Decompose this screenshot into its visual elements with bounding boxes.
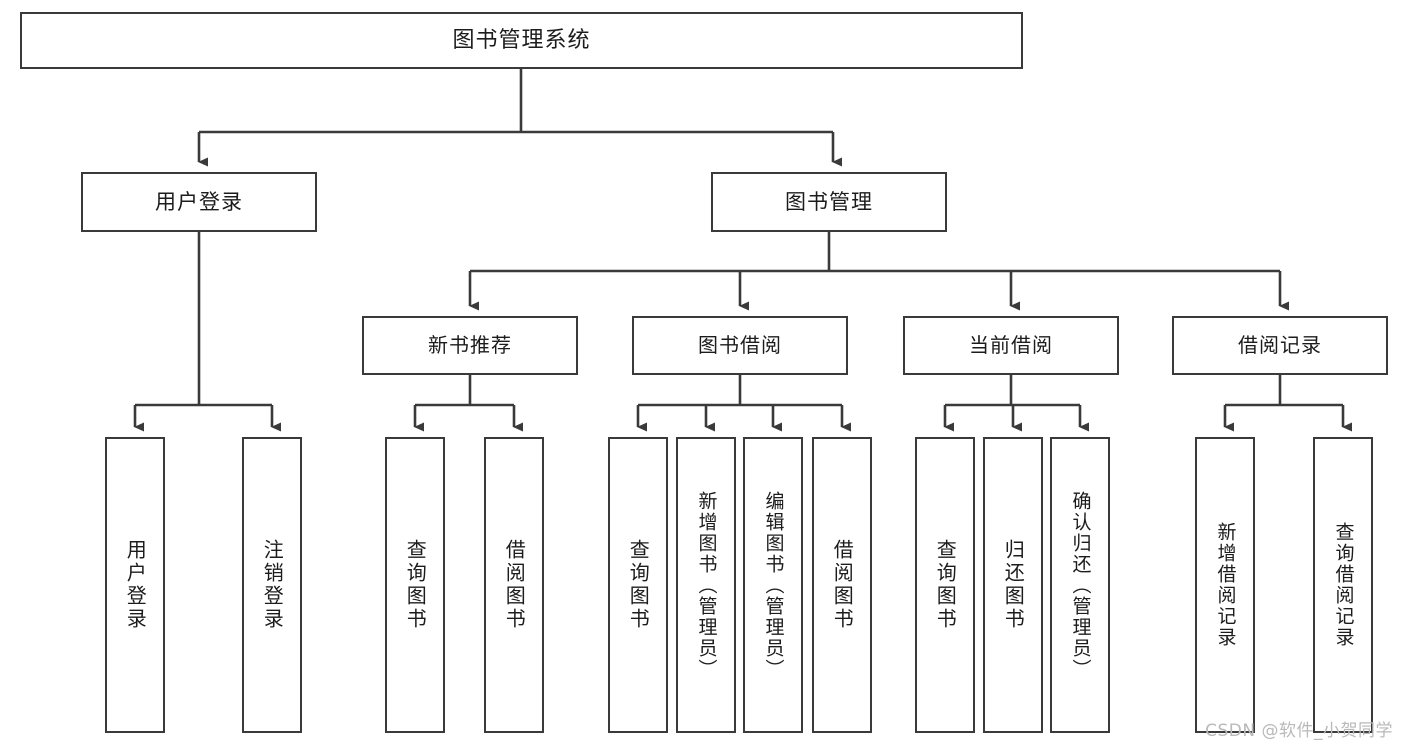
leaf-borrow-book-recommend-label: 借阅图书 [502,539,527,631]
leaf-logout[interactable]: 注销登录 [242,437,302,733]
node-current-borrow-label: 当前借阅 [969,333,1053,357]
leaf-edit-book-admin[interactable]: 编辑图书（管理员） [743,437,803,733]
leaf-confirm-return-admin[interactable]: 确认归还（管理员） [1050,437,1110,733]
node-book-management-label: 图书管理 [785,189,873,214]
leaf-user-login-label: 用户登录 [123,539,148,631]
leaf-query-book-borrow-label: 查询图书 [626,539,651,631]
node-new-book-recommend-label: 新书推荐 [428,333,512,357]
leaf-query-borrow-record-label: 查询借阅记录 [1332,522,1355,648]
node-book-management[interactable]: 图书管理 [711,172,947,232]
leaf-borrow-book[interactable]: 借阅图书 [812,437,872,733]
leaf-add-borrow-record[interactable]: 新增借阅记录 [1195,437,1255,733]
node-borrow-record-label: 借阅记录 [1238,333,1322,357]
node-borrow-record[interactable]: 借阅记录 [1172,316,1388,375]
leaf-query-book-current-label: 查询图书 [933,539,958,631]
leaf-logout-label: 注销登录 [260,539,285,631]
node-root[interactable]: 图书管理系统 [20,12,1023,69]
csdn-watermark: CSDN @软件_小贺同学 [1205,721,1393,741]
leaf-query-book-current[interactable]: 查询图书 [915,437,975,733]
node-user-login[interactable]: 用户登录 [81,172,317,232]
node-book-borrow[interactable]: 图书借阅 [632,316,848,375]
leaf-add-book-admin[interactable]: 新增图书（管理员） [676,437,736,733]
leaf-borrow-book-recommend[interactable]: 借阅图书 [484,437,544,733]
node-new-book-recommend[interactable]: 新书推荐 [362,316,578,375]
leaf-add-borrow-record-label: 新增借阅记录 [1214,522,1237,648]
leaf-query-book-borrow[interactable]: 查询图书 [608,437,668,733]
leaf-borrow-book-label: 借阅图书 [830,539,855,631]
node-user-login-label: 用户登录 [155,189,243,214]
leaf-edit-book-admin-label: 编辑图书（管理员） [762,490,785,680]
leaf-query-book-recommend[interactable]: 查询图书 [385,437,445,733]
leaf-query-book-recommend-label: 查询图书 [403,539,428,631]
leaf-confirm-return-admin-label: 确认归还（管理员） [1069,490,1092,680]
node-current-borrow[interactable]: 当前借阅 [903,316,1119,375]
leaf-add-book-admin-label: 新增图书（管理员） [695,490,718,680]
node-book-borrow-label: 图书借阅 [698,333,782,357]
leaf-return-book[interactable]: 归还图书 [983,437,1043,733]
leaf-user-login[interactable]: 用户登录 [105,437,165,733]
leaf-return-book-label: 归还图书 [1001,539,1026,631]
node-root-label: 图书管理系统 [452,27,591,53]
leaf-query-borrow-record[interactable]: 查询借阅记录 [1313,437,1373,733]
